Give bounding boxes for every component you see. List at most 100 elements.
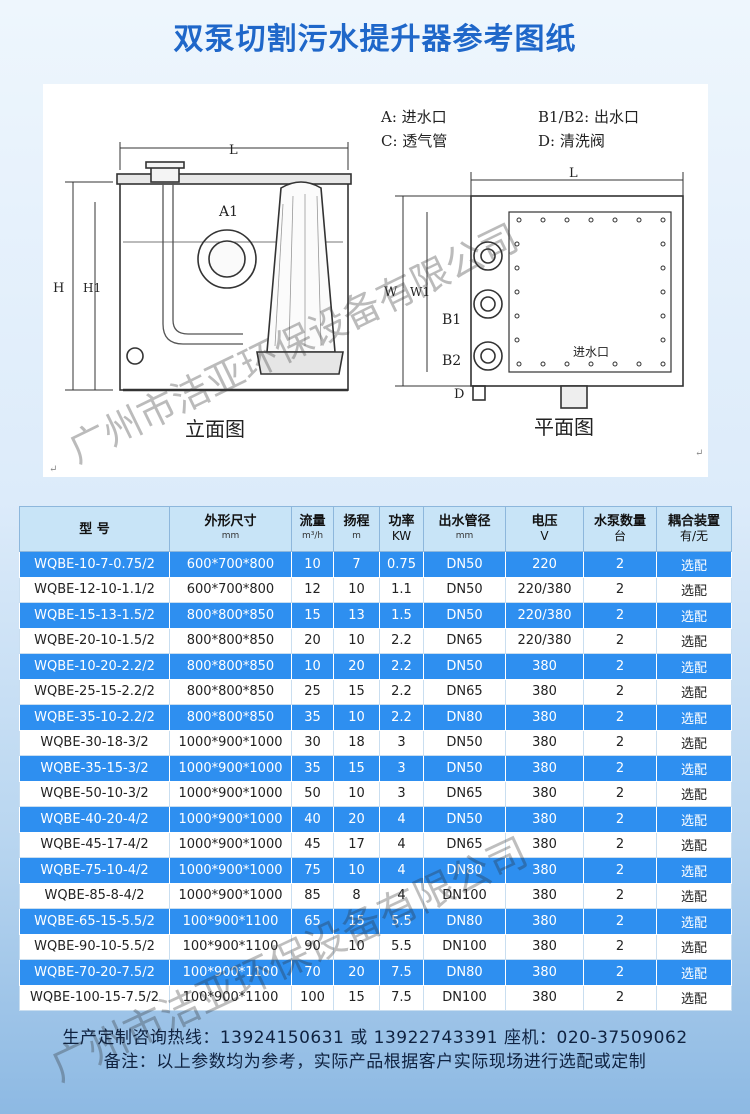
cell-voltage: 380	[505, 882, 584, 909]
cell-head: 15	[333, 678, 380, 705]
cell-pumps: 2	[583, 908, 657, 935]
header-pumps: 水泵数量台	[583, 506, 657, 552]
cell-coupling: 选配	[656, 780, 732, 807]
header-model: 型 号	[19, 506, 170, 552]
elevation-caption: 立面图	[185, 417, 245, 441]
cell-voltage: 380	[505, 780, 584, 807]
cell-model: WQBE-35-15-3/2	[19, 755, 170, 782]
cell-pipe: DN50	[423, 602, 506, 629]
cell-power: 2.2	[379, 678, 424, 705]
cell-coupling: 选配	[656, 729, 732, 756]
cell-voltage: 380	[505, 933, 584, 960]
cell-flow: 85	[291, 882, 334, 909]
cell-model: WQBE-75-10-4/2	[19, 857, 170, 884]
cell-size: 800*800*850	[169, 678, 292, 705]
cell-flow: 40	[291, 806, 334, 833]
cell-coupling: 选配	[656, 933, 732, 960]
label-l-left: L	[229, 143, 238, 158]
cell-coupling: 选配	[656, 831, 732, 858]
cell-model: WQBE-90-10-5.5/2	[19, 933, 170, 960]
cell-power: 4	[379, 806, 424, 833]
legend-c: C: 透气管	[381, 132, 447, 150]
cell-coupling: 选配	[656, 806, 732, 833]
cell-power: 3	[379, 755, 424, 782]
cell-flow: 12	[291, 576, 334, 603]
cell-power: 1.1	[379, 576, 424, 603]
cell-flow: 15	[291, 602, 334, 629]
cell-pumps: 2	[583, 576, 657, 603]
cell-size: 1000*900*1000	[169, 882, 292, 909]
cell-model: WQBE-25-15-2.2/2	[19, 678, 170, 705]
cell-model: WQBE-30-18-3/2	[19, 729, 170, 756]
cell-model: WQBE-45-17-4/2	[19, 831, 170, 858]
label-l-right: L	[569, 166, 578, 181]
cell-power: 7.5	[379, 984, 424, 1011]
cell-head: 10	[333, 704, 380, 731]
cell-model: WQBE-35-10-2.2/2	[19, 704, 170, 731]
cell-size: 600*700*800	[169, 551, 292, 578]
cell-size: 800*800*850	[169, 602, 292, 629]
cell-voltage: 380	[505, 857, 584, 884]
cell-model: WQBE-40-20-4/2	[19, 806, 170, 833]
return-mark-left: ↵	[49, 464, 57, 475]
cell-flow: 35	[291, 755, 334, 782]
cell-flow: 45	[291, 831, 334, 858]
cell-flow: 25	[291, 678, 334, 705]
cell-coupling: 选配	[656, 551, 732, 578]
cell-coupling: 选配	[656, 882, 732, 909]
return-mark-right: ↵	[695, 448, 703, 459]
cell-pipe: DN80	[423, 908, 506, 935]
cell-flow: 75	[291, 857, 334, 884]
cell-head: 10	[333, 857, 380, 884]
cell-pumps: 2	[583, 933, 657, 960]
label-w: W	[384, 285, 398, 300]
cell-voltage: 380	[505, 729, 584, 756]
cell-size: 1000*900*1000	[169, 857, 292, 884]
cell-head: 10	[333, 627, 380, 654]
cell-head: 20	[333, 806, 380, 833]
cell-head: 8	[333, 882, 380, 909]
cell-coupling: 选配	[656, 755, 732, 782]
cell-pumps: 2	[583, 551, 657, 578]
cell-pumps: 2	[583, 857, 657, 884]
legend-b: B1/B2: 出水口	[538, 108, 639, 126]
cell-voltage: 220	[505, 551, 584, 578]
cell-power: 1.5	[379, 602, 424, 629]
cell-voltage: 220/380	[505, 602, 584, 629]
cell-flow: 30	[291, 729, 334, 756]
cell-pipe: DN65	[423, 678, 506, 705]
cell-coupling: 选配	[656, 653, 732, 680]
cell-voltage: 380	[505, 755, 584, 782]
cell-size: 800*800*850	[169, 704, 292, 731]
cell-head: 10	[333, 780, 380, 807]
cell-size: 1000*900*1000	[169, 780, 292, 807]
cell-power: 7.5	[379, 959, 424, 986]
cell-coupling: 选配	[656, 602, 732, 629]
cell-voltage: 380	[505, 908, 584, 935]
cell-head: 20	[333, 653, 380, 680]
cell-voltage: 380	[505, 678, 584, 705]
cell-pumps: 2	[583, 984, 657, 1011]
cell-head: 10	[333, 933, 380, 960]
cell-flow: 35	[291, 704, 334, 731]
cell-pipe: DN50	[423, 729, 506, 756]
cell-pumps: 2	[583, 755, 657, 782]
cell-pipe: DN50	[423, 551, 506, 578]
cell-size: 1000*900*1000	[169, 755, 292, 782]
cell-size: 1000*900*1000	[169, 831, 292, 858]
label-inlet: 进水口	[573, 345, 609, 359]
cell-model: WQBE-10-20-2.2/2	[19, 653, 170, 680]
